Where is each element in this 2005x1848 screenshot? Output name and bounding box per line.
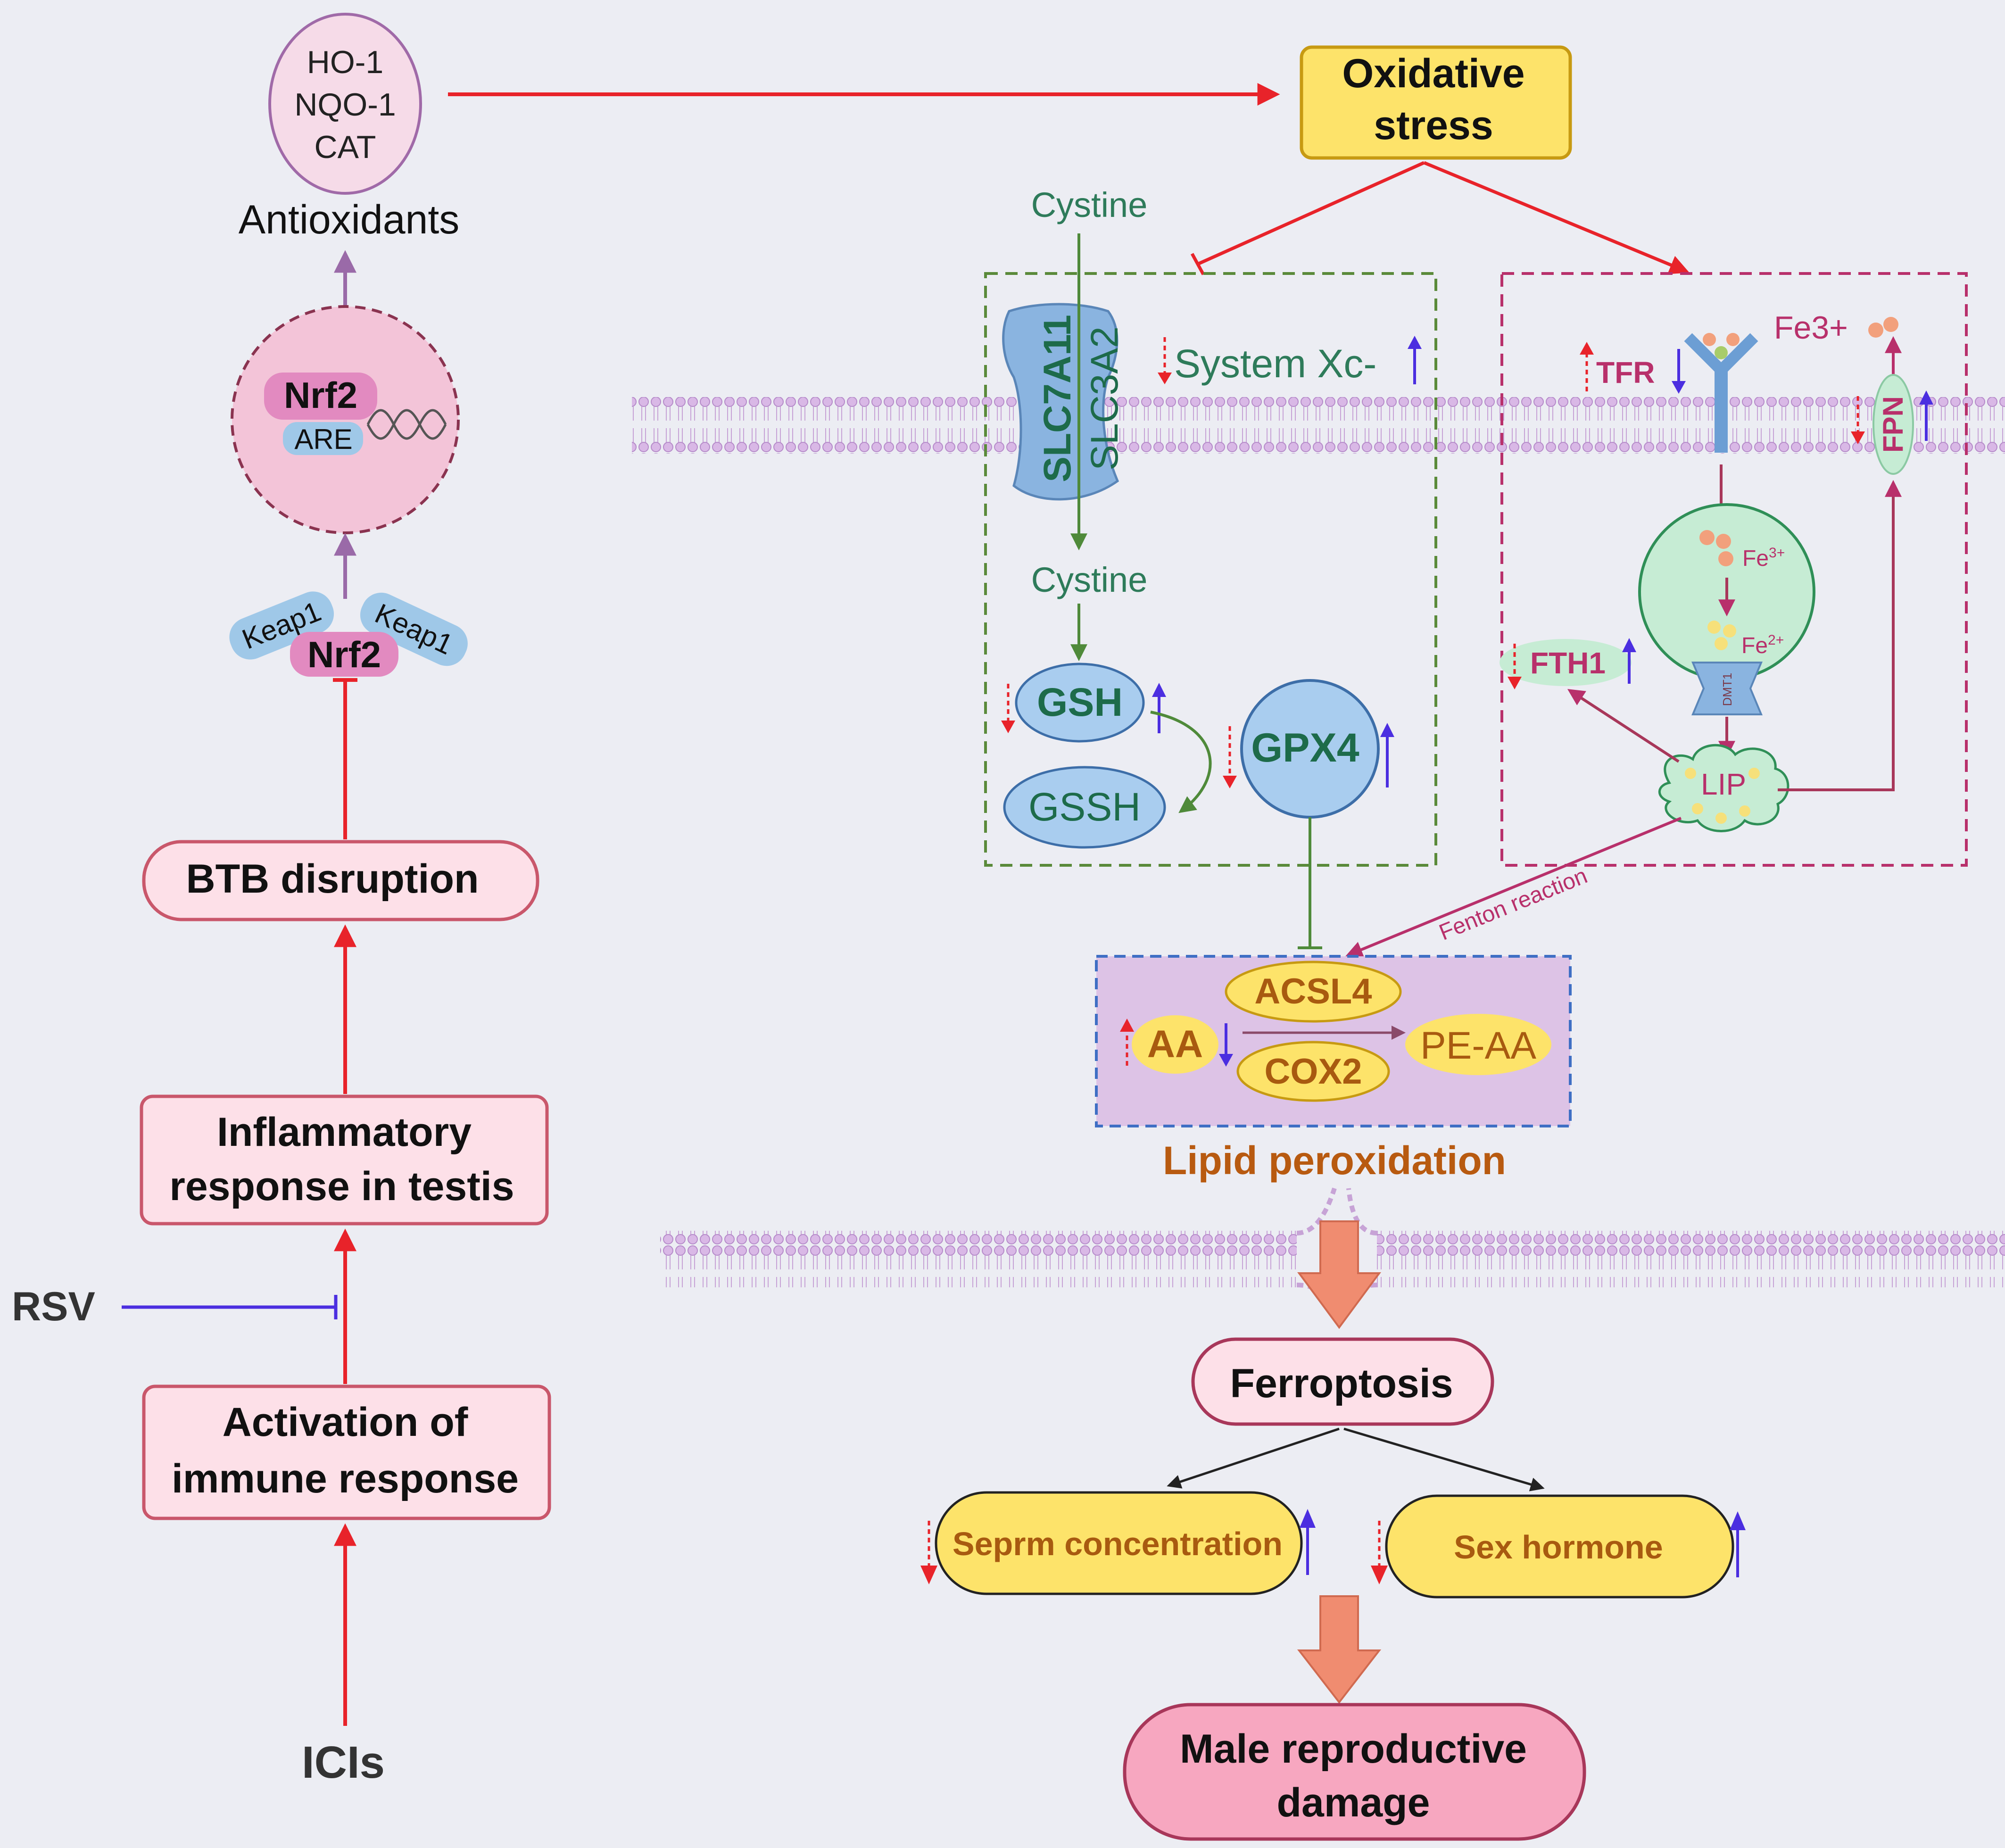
big-arrow-to-ferroptosis	[1297, 1220, 1381, 1329]
slc3a2-label: SLC3A2	[1083, 326, 1126, 470]
gssh-label: GSSH	[1028, 785, 1141, 829]
inflammatory-line2: response in testis	[169, 1164, 514, 1209]
arrow-ferroptosis-to-hormone	[1343, 1427, 1545, 1492]
activation-line2: immune response	[172, 1456, 519, 1501]
cell-membrane-bottom	[660, 1187, 2005, 1312]
gsh-node: GSH	[1015, 663, 1145, 743]
inhibit-oxstress-to-system-xc	[1190, 161, 1425, 275]
fpn-label: FPN	[1877, 396, 1909, 453]
fpn-channel: FPN	[1872, 374, 1914, 475]
slc-transporter: SLC7A11 SLC3A2	[1002, 303, 1126, 501]
enzyme-nqo1: NQO-1	[294, 87, 396, 123]
nucleus-nrf2-label: Nrf2	[284, 374, 357, 416]
nucleus: Nrf2 ARE	[231, 305, 460, 534]
pe-aa-node: PE-AA	[1405, 1014, 1551, 1075]
keap1-nrf2-complex: Keap1 Keap1 Nrf2	[229, 591, 468, 677]
arrow-gsh-to-gssh	[1150, 711, 1212, 813]
cell-membrane-top	[632, 397, 2005, 454]
cytoplasm-nrf2-label: Nrf2	[307, 634, 381, 675]
inhibit-gpx4-to-lipid	[1298, 817, 1322, 949]
enzyme-cat: CAT	[315, 129, 376, 165]
pe-aa-label: PE-AA	[1420, 1024, 1536, 1067]
arrow-lip-to-fth1	[1567, 689, 1680, 763]
arrow-fenton-reaction	[1345, 817, 1682, 958]
aa-arrows	[1120, 1019, 1233, 1067]
antioxidants-label: Antioxidants	[239, 197, 460, 242]
ferroptosis-label: Ferroptosis	[1230, 1361, 1453, 1406]
aa-node: AA	[1132, 1015, 1218, 1074]
gpx4-label: GPX4	[1251, 725, 1359, 771]
are-label: ARE	[294, 423, 352, 455]
system-xc-label: System Xc-	[1174, 341, 1376, 386]
arrow-oxstress-to-iron	[1423, 161, 1690, 274]
iron-metabolism-region	[1500, 272, 1968, 867]
gsh-arrows	[1001, 683, 1166, 733]
cystine-bottom-label: Cystine	[1031, 560, 1148, 599]
inflammatory-line1: Inflammatory	[217, 1110, 472, 1155]
endosome: Fe3+ Fe2+	[1638, 503, 1815, 680]
btb-disruption-label: BTB disruption	[186, 856, 479, 902]
hormone-label: Sex hormone	[1454, 1529, 1663, 1566]
damage-line1: Male reproductive	[1180, 1726, 1527, 1772]
ferroptosis-box: Ferroptosis	[1191, 1337, 1494, 1426]
sperm-label: Seprm concentration	[953, 1525, 1283, 1562]
gsh-label: GSH	[1037, 680, 1123, 724]
sex-hormone-node: Sex hormone	[1385, 1494, 1734, 1599]
inflammatory-response-box: Inflammatory response in testis	[140, 1094, 549, 1226]
dmt1-label: DMT1	[1720, 673, 1734, 706]
aa-label: AA	[1147, 1023, 1203, 1066]
fe3-endosome-label: Fe3+	[1742, 545, 1785, 571]
activation-line1: Activation of	[223, 1400, 468, 1445]
cystine-top-label: Cystine	[1031, 185, 1148, 224]
system-xc-region	[984, 272, 1437, 867]
male-reproductive-damage-box: Male reproductive damage	[1123, 1703, 1586, 1841]
fth1-arrows	[1508, 638, 1636, 689]
big-arrow-to-damage	[1297, 1595, 1382, 1704]
btb-disruption-box: BTB disruption	[142, 840, 539, 921]
lip-pool: LIP	[1658, 744, 1790, 832]
fpn-arrows	[1851, 390, 1933, 444]
sperm-arrows	[920, 1509, 1316, 1584]
are-box	[283, 422, 363, 455]
immune-activation-box: Activation of immune response	[142, 1384, 551, 1520]
cox2-label: COX2	[1265, 1052, 1362, 1092]
gssh-node: GSSH	[1003, 766, 1166, 849]
acsl4-label: ACSL4	[1254, 971, 1372, 1011]
lip-label: LIP	[1701, 767, 1746, 801]
fenton-label: Fenton reaction	[1436, 863, 1591, 945]
tfr-label: TFR	[1596, 356, 1655, 389]
damage-line2: damage	[1276, 1780, 1430, 1825]
slc7a11-label: SLC7A11	[1036, 315, 1079, 482]
acsl4-node: ACSL4	[1225, 961, 1402, 1023]
arrow-lip-to-fpn	[1778, 480, 1902, 791]
lipid-peroxidation-label: Lipid peroxidation	[1163, 1138, 1506, 1183]
dmt1-channel: DMT1	[1691, 662, 1763, 715]
oxidative-line1: Oxidative	[1342, 51, 1524, 96]
hormone-arrows	[1371, 1511, 1746, 1584]
sperm-concentration-node: Seprm concentration	[935, 1491, 1303, 1595]
cox2-node: COX2	[1236, 1041, 1390, 1102]
fe3-outside-dots	[1868, 317, 1898, 338]
tfr-receptor	[1684, 333, 1758, 453]
gpx4-node: GPX4	[1240, 679, 1380, 819]
fth1-node: FTH1	[1500, 639, 1632, 686]
nucleus-nrf2-box	[264, 373, 377, 420]
rsv-inhibition	[122, 1295, 338, 1319]
gpx4-arrows	[1223, 723, 1394, 788]
rsv-label: RSV	[12, 1284, 95, 1329]
oxidative-stress-box: Oxidative stress	[1300, 45, 1572, 160]
arrow-ferroptosis-to-sperm	[1167, 1427, 1340, 1489]
fe3-outside-label: Fe3+	[1774, 310, 1848, 346]
tfr-arrows	[1580, 342, 1686, 394]
fe2-endosome-label: Fe2+	[1741, 632, 1784, 658]
antioxidant-enzymes-ellipse: HO-1 NQO-1 CAT	[268, 13, 422, 195]
icis-label: ICIs	[302, 1737, 385, 1788]
fth1-label: FTH1	[1530, 646, 1606, 680]
system-xc-arrows	[1158, 336, 1422, 384]
inhibit-btb-to-keap1	[333, 678, 357, 839]
enzyme-ho1: HO-1	[307, 44, 383, 80]
oxidative-line2: stress	[1374, 103, 1493, 148]
